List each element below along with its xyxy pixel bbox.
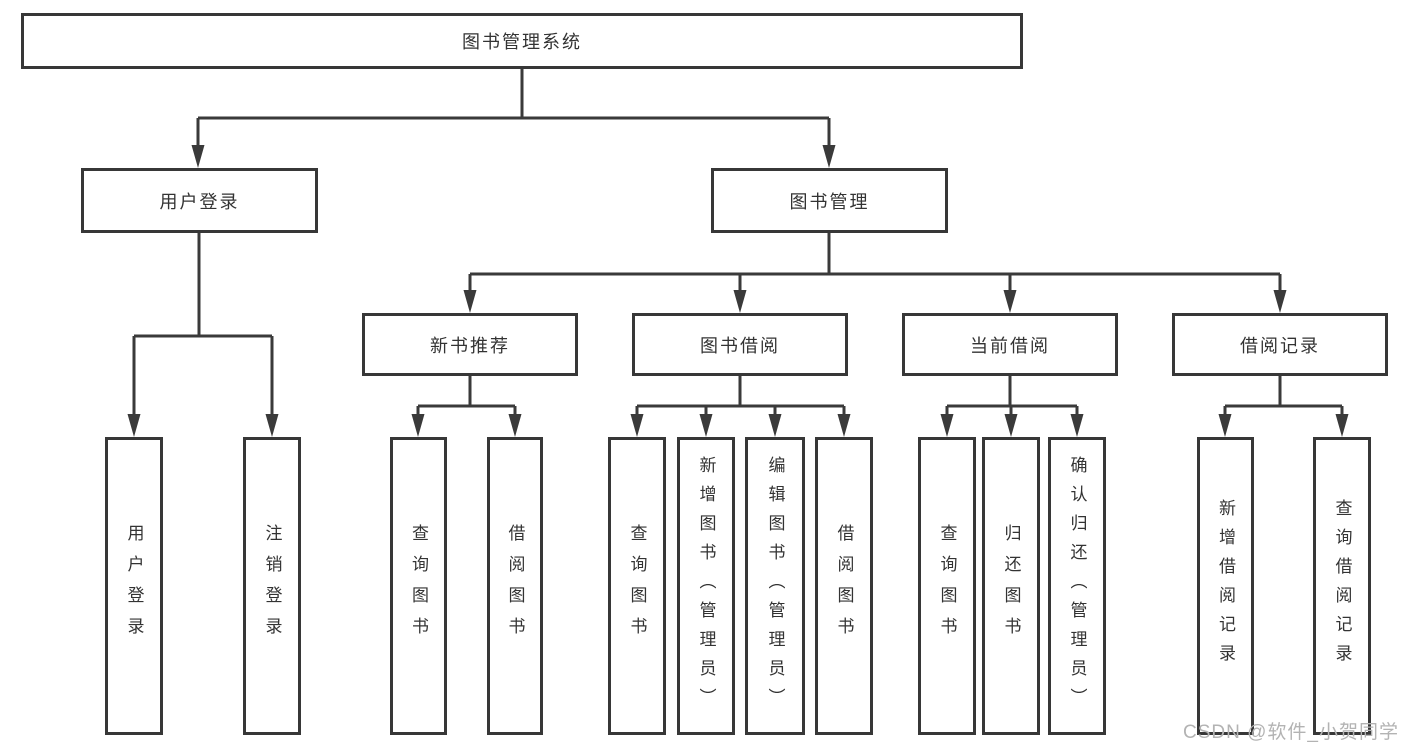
node-book-borrowing: 图书借阅 [632, 313, 848, 376]
leaf-add-books-admin: 新增图书（管理员） [677, 437, 735, 735]
node-book-management-label: 图书管理 [789, 191, 870, 212]
node-user-login: 用户登录 [81, 168, 318, 233]
leaf-add-books-admin-label: 新增图书（管理员） [696, 455, 716, 717]
leaf-borrow-books-recommend: 借阅图书 [487, 437, 543, 735]
node-user-login-label: 用户登录 [159, 191, 240, 212]
node-library-system-label: 图书管理系统 [462, 32, 582, 52]
leaf-add-borrow-record-label: 新增借阅记录 [1216, 499, 1235, 673]
node-new-book-recommend-label: 新书推荐 [430, 335, 510, 356]
leaf-edit-books-admin: 编辑图书（管理员） [745, 437, 805, 735]
node-current-borrowing-label: 当前借阅 [970, 335, 1050, 356]
leaf-user-login: 用户登录 [105, 437, 163, 735]
node-library-system: 图书管理系统 [21, 13, 1023, 69]
arrowheads [127, 145, 1349, 437]
leaf-logout: 注销登录 [243, 437, 301, 735]
leaf-query-books-borrowing-label: 查询图书 [627, 524, 647, 648]
leaf-return-books: 归还图书 [982, 437, 1040, 735]
leaf-logout-label: 注销登录 [262, 524, 282, 648]
leaf-borrow-books-label: 借阅图书 [834, 524, 854, 648]
node-current-borrowing: 当前借阅 [902, 313, 1118, 376]
leaf-query-borrow-record-label: 查询借阅记录 [1332, 499, 1352, 673]
leaf-confirm-return-admin: 确认归还（管理员） [1048, 437, 1106, 735]
leaf-query-borrow-record: 查询借阅记录 [1313, 437, 1371, 735]
node-borrowing-records: 借阅记录 [1172, 313, 1388, 376]
leaf-return-books-label: 归还图书 [1001, 524, 1021, 648]
leaf-query-books-recommend: 查询图书 [390, 437, 447, 735]
leaf-query-books-current: 查询图书 [918, 437, 976, 735]
node-new-book-recommend: 新书推荐 [362, 313, 578, 376]
leaf-confirm-return-admin-label: 确认归还（管理员） [1067, 455, 1087, 717]
node-book-borrowing-label: 图书借阅 [700, 335, 780, 356]
leaf-borrow-books-recommend-label: 借阅图书 [505, 524, 525, 648]
leaf-edit-books-admin-label: 编辑图书（管理员） [765, 455, 785, 717]
node-borrowing-records-label: 借阅记录 [1240, 335, 1320, 356]
leaf-add-borrow-record: 新增借阅记录 [1197, 437, 1254, 735]
leaf-user-login-label: 用户登录 [124, 524, 144, 648]
node-book-management: 图书管理 [711, 168, 948, 233]
leaf-query-books-borrowing: 查询图书 [608, 437, 666, 735]
leaf-query-books-recommend-label: 查询图书 [409, 524, 428, 648]
leaf-query-books-current-label: 查询图书 [937, 524, 957, 648]
connector-path [132, 68, 1344, 420]
leaf-borrow-books: 借阅图书 [815, 437, 873, 735]
